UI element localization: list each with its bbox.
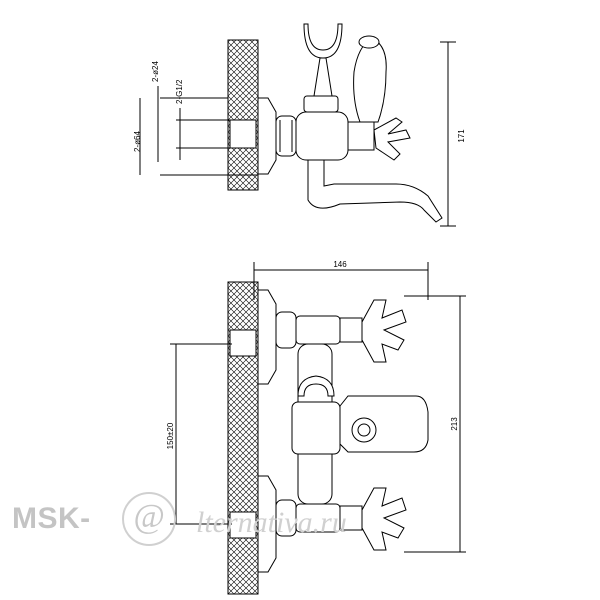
inlet-upper <box>229 329 257 357</box>
watermark-brand: MSK- <box>12 502 91 535</box>
dim-width: 146 <box>333 260 347 269</box>
diverter <box>291 401 341 455</box>
dim-outlet-diameter: 2-ø24 <box>151 61 160 82</box>
top-view <box>139 23 456 227</box>
flange-lower <box>257 475 277 573</box>
cross-handle-lower <box>361 487 407 551</box>
connector-nut <box>275 115 297 157</box>
dim-thread: 2-G1/2 <box>175 79 184 104</box>
cross-handle-top <box>373 117 411 161</box>
inlet-pipe <box>229 119 257 149</box>
watermark-suffix: lternativa.ru <box>196 506 347 539</box>
dim-height: 171 <box>457 129 466 143</box>
upper-nut <box>303 95 339 113</box>
lever-handle-top <box>353 37 387 123</box>
wall-section-front <box>227 281 259 595</box>
valve-body-top <box>347 121 375 151</box>
spout-top <box>307 159 443 223</box>
shower-holder-cradle <box>303 23 343 59</box>
wall-section-top <box>227 39 259 191</box>
valve-body-upper <box>295 315 341 345</box>
flange-upper <box>257 289 277 385</box>
cross-handle-upper <box>361 299 407 363</box>
front-view <box>170 262 466 595</box>
inlet-lower <box>229 511 257 539</box>
dim-center-distance: 150±20 <box>166 422 175 449</box>
shower-holder-stem <box>313 57 333 97</box>
connector-nut-upper <box>275 311 297 349</box>
dim-total-height: 213 <box>450 417 459 431</box>
watermark-at-logo: @ <box>122 492 176 546</box>
flange-top <box>257 97 277 175</box>
shower-holder-front <box>297 375 335 397</box>
mixer-body-top <box>295 111 349 161</box>
dim-flange-diameter: 2-ø64 <box>133 131 142 152</box>
